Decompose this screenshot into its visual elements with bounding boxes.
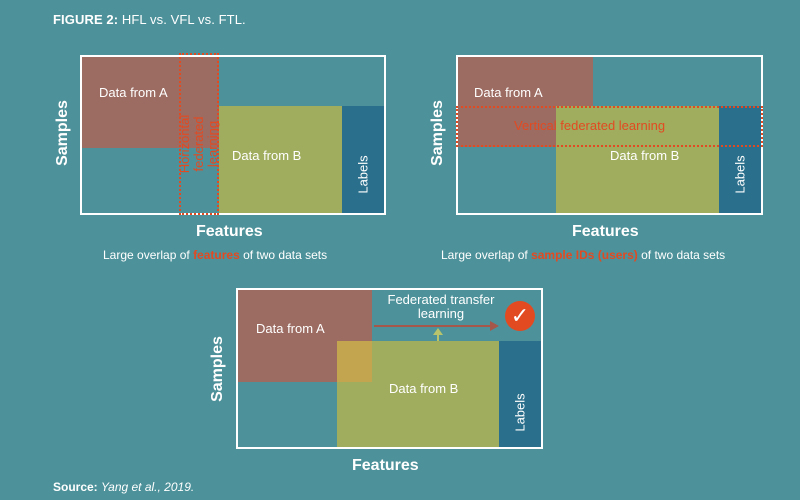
ftl-panel: Data from A Data from B Labels Federated… [236,288,543,449]
figure-title: FIGURE 2: HFL vs. VFL vs. FTL. [53,12,246,27]
hfl-labels-block [342,106,384,213]
hfl-method-label: Horizontal federated learning [177,94,220,194]
vfl-caption: Large overlap of sample IDs (users) of t… [441,248,725,262]
hfl-caption-pre: Large overlap of [103,248,194,262]
vfl-labels-text: Labels [732,155,748,194]
vfl-overlap-dashed-box [456,106,763,147]
check-icon: ✓ [510,303,530,328]
hfl-data-b-block [219,106,342,213]
ftl-data-a-text: Data from A [256,321,325,336]
hfl-panel: Data from A Data from B Labels Horizonta… [80,53,386,215]
hfl-data-a-block [82,57,219,148]
hfl-overlap-dashed-box [179,53,219,215]
hfl-method-text: Horizontal federated learning [177,114,220,174]
vfl-panel: Data from A Data from B Labels Vertical … [456,55,763,215]
vfl-method-label: Vertical federated learning [514,118,666,133]
ftl-up-arrowhead [433,328,443,335]
vfl-labels-block [719,106,761,213]
ftl-method-label: Federated transfer learning [376,293,506,321]
source-text: Yang et al., 2019. [101,480,195,494]
hfl-labels-text: Labels [355,155,371,194]
hfl-y-axis-label: Samples [54,100,71,166]
vfl-data-a-text: Data from A [474,85,543,100]
hfl-caption-post: of two data sets [239,248,328,262]
vfl-caption-pre: Large overlap of [441,248,532,262]
hfl-data-b-text: Data from B [232,148,302,163]
ftl-arrows [374,321,499,341]
vfl-caption-highlight: sample IDs (users) [531,248,638,262]
vfl-y-axis-label: Samples [429,100,446,166]
ftl-check-badge: ✓ [505,301,535,331]
vfl-caption-post: of two data sets [637,248,726,262]
ftl-labels-block [499,341,541,447]
hfl-x-axis-label: Features [196,223,263,240]
source-note: Source: Yang et al., 2019. [53,480,194,494]
ftl-transfer-arrowhead [490,321,499,331]
ftl-data-b-text: Data from B [389,381,459,396]
hfl-caption-highlight: features [193,248,240,262]
source-label: Source: [53,480,98,494]
vfl-data-b-text: Data from B [610,148,680,163]
figure-label: FIGURE 2: [53,12,119,27]
ftl-y-axis-label: Samples [209,336,226,402]
hfl-caption: Large overlap of features of two data se… [103,248,327,262]
vfl-x-axis-label: Features [572,223,639,240]
ftl-labels-text: Labels [512,393,528,432]
ftl-x-axis-label: Features [352,457,419,474]
vfl-data-b-block [556,106,719,213]
ftl-overlap-block [337,341,372,382]
figure-title-text: HFL vs. VFL vs. FTL. [121,12,246,27]
hfl-data-a-text: Data from A [99,85,168,100]
ftl-method-text: Federated transfer learning [387,292,495,321]
